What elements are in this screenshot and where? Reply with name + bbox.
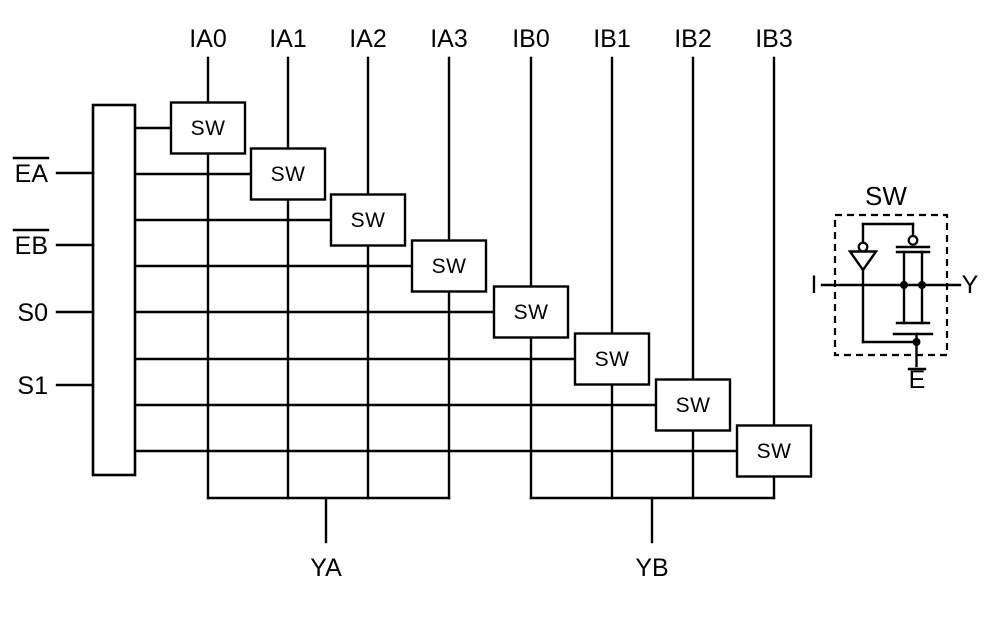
control-label-s1: S1 (17, 372, 48, 400)
inset-output-label: Y (962, 271, 979, 299)
switch-box-6: SW (573, 332, 651, 386)
switch-box-rect (735, 424, 813, 478)
switch-box-label: SW (432, 255, 467, 278)
switch-box-rect (329, 193, 407, 247)
input-label-ib0: IB0 (512, 25, 550, 53)
switch-box-7: SW (654, 378, 732, 432)
input-column-lines (206, 56, 776, 500)
inset-enable-label: E (909, 366, 926, 394)
switch-box-rect (492, 285, 570, 339)
switch-box-5: SW (492, 285, 570, 339)
switch-box-rect (573, 332, 651, 386)
switch-box-label: SW (514, 301, 549, 324)
input-label-ia3: IA3 (430, 25, 468, 53)
inset-input-label: I (811, 271, 818, 299)
control-label-s0: S0 (17, 299, 48, 327)
switch-box-label: SW (271, 163, 306, 186)
switch-box-rect (654, 378, 732, 432)
switch-box-3: SW (329, 193, 407, 247)
input-label-ia2: IA2 (349, 25, 387, 53)
input-label-ib1: IB1 (593, 25, 631, 53)
switch-box-label: SW (676, 394, 711, 417)
input-label-ib2: IB2 (674, 25, 712, 53)
output-label-ya: YA (310, 554, 342, 582)
switch-box-label: SW (191, 117, 226, 140)
junction-dot (912, 338, 921, 346)
switch-box-2: SW (249, 147, 327, 201)
switch-box-rect (410, 239, 488, 293)
control-label-ea: EA (15, 160, 49, 188)
junction-dot (900, 281, 908, 289)
switch-box-8: SW (735, 424, 813, 478)
output-label-yb: YB (635, 554, 668, 582)
input-label-ib3: IB3 (755, 25, 793, 53)
decoder-block (91, 103, 137, 477)
switch-box-label: SW (757, 440, 792, 463)
switch-detail-inset: SW I Y E (811, 181, 979, 394)
switch-box-rect (169, 101, 247, 155)
control-label-eb: EB (15, 232, 48, 260)
switch-box-4: SW (410, 239, 488, 293)
switch-box-label: SW (351, 209, 386, 232)
input-label-ia0: IA0 (189, 25, 227, 53)
output-bus-yb (529, 496, 776, 544)
switch-box-1: SW (169, 101, 247, 155)
output-bus-ya (206, 496, 451, 544)
switch-box-label: SW (595, 348, 630, 371)
decoder-row-lines (133, 126, 739, 453)
inverter-bubble-icon (857, 241, 869, 253)
gate-bubble-icon (907, 234, 919, 246)
switch-box-rect (249, 147, 327, 201)
junction-dot (918, 281, 926, 289)
inset-title: SW (865, 181, 907, 211)
input-label-ia1: IA1 (269, 25, 307, 53)
control-stubs (55, 171, 95, 387)
